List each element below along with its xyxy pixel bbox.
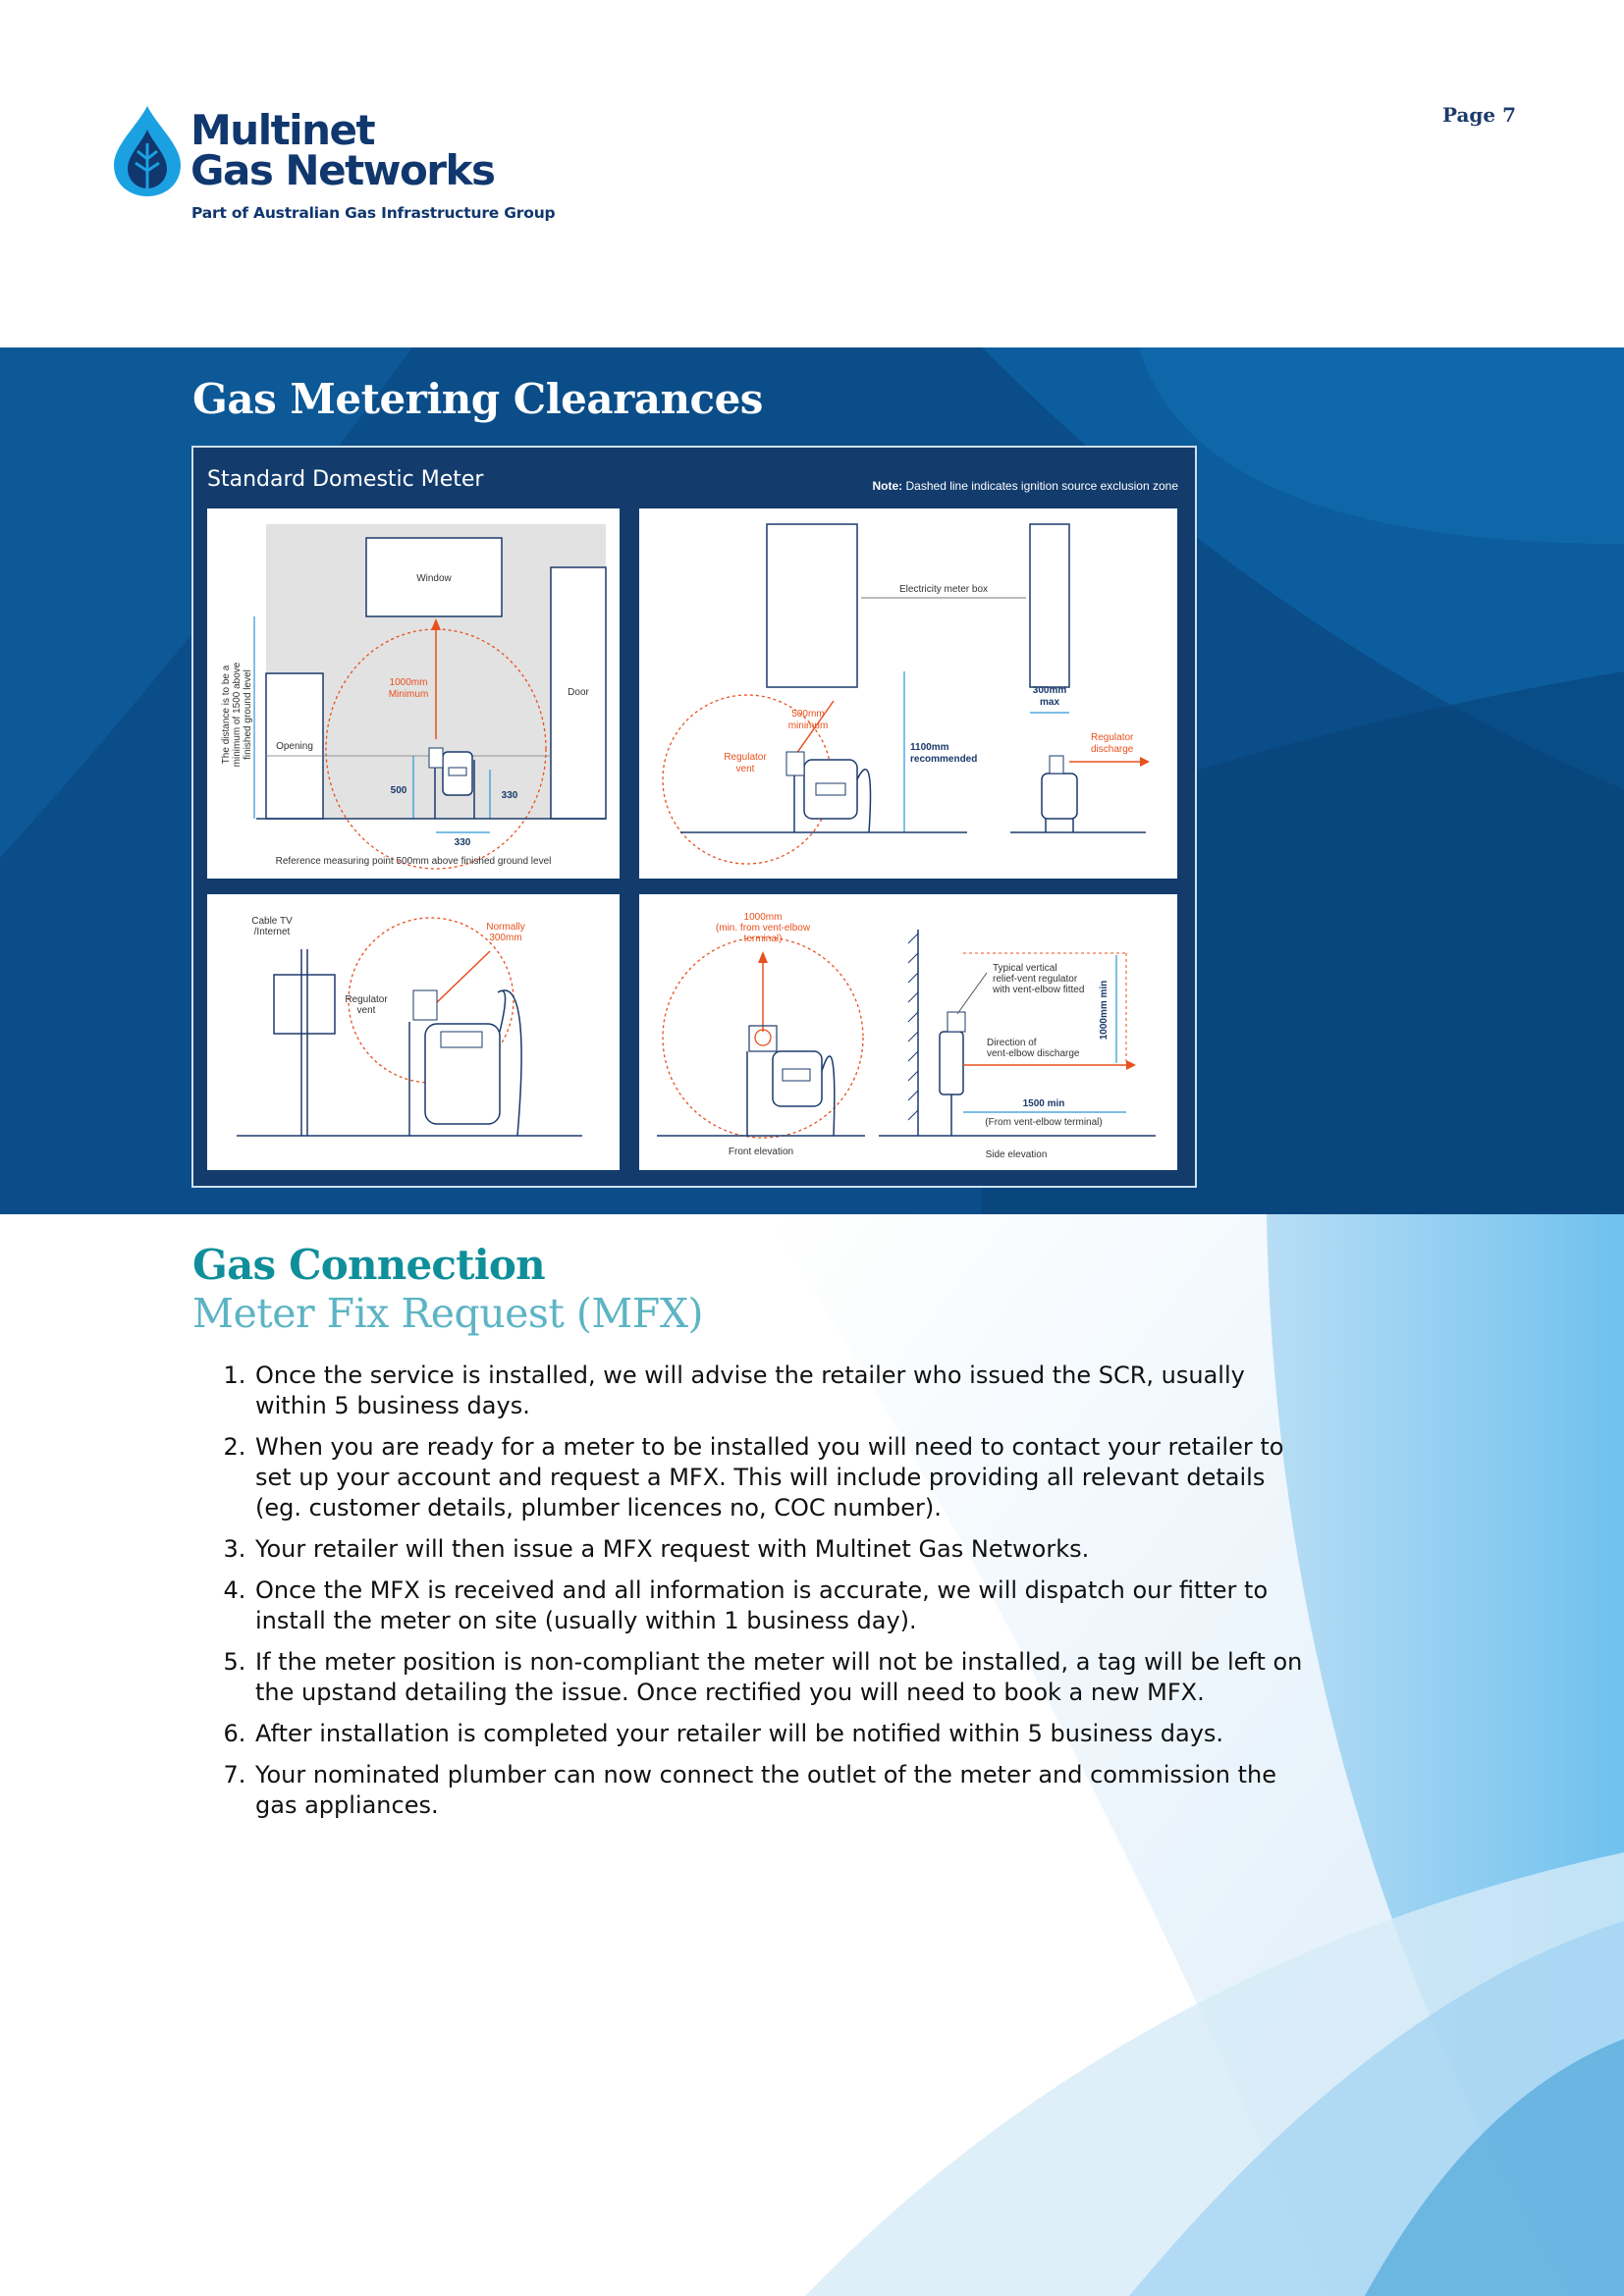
diagram-vent-elbow-clearance: 1000mm (min. from vent-elbow terminal) F… — [639, 894, 1177, 1170]
electricity-box-side — [1029, 523, 1070, 688]
front-meter-icon — [746, 1025, 836, 1137]
list-item: If the meter position is non-compliant t… — [253, 1647, 1314, 1708]
electricity-box-front — [766, 523, 858, 688]
meter-icon — [428, 747, 475, 819]
min-label-1: 500mm — [791, 709, 824, 720]
vertical-min-group: 1000mm min — [1099, 981, 1110, 1041]
vertical-note: The distance is to be a minimum of 1500 … — [221, 662, 253, 767]
background-swoosh-decoration — [0, 1214, 1624, 2296]
normally-arrow — [434, 950, 491, 1005]
list-item: Once the MFX is received and all informa… — [253, 1575, 1314, 1636]
max-label-1: 300mm — [1033, 685, 1067, 696]
arrow-head-icon — [431, 618, 441, 630]
normally-label-2: 300mm — [489, 933, 521, 943]
reference-label: Reference measuring point 500mm above fi… — [276, 856, 552, 867]
exclusion-zone — [662, 936, 864, 1139]
list-item: After installation is completed your ret… — [253, 1719, 1314, 1749]
dim-330-side-label: 330 — [502, 790, 518, 801]
clearances-heading: Gas Metering Clearances — [192, 375, 763, 423]
top-label-1: 1000mm — [744, 912, 783, 923]
top-label-2: (min. from vent-elbow — [716, 923, 811, 934]
discharge-label-2: discharge — [1091, 744, 1134, 755]
reg-vent-1: Regulator — [724, 752, 767, 763]
rec-label-2: recommended — [910, 754, 977, 765]
note-label: Note: — [872, 479, 903, 493]
exclusion-zone — [325, 628, 547, 870]
min-arrow — [795, 700, 835, 755]
max-label-2: max — [1040, 697, 1059, 708]
list-item: When you are ready for a meter to be ins… — [253, 1432, 1314, 1523]
horiz-min-label-1: 1500 min — [1023, 1098, 1065, 1109]
typical-leader — [956, 972, 988, 1015]
front-elevation-label: Front elevation — [729, 1147, 793, 1157]
discharge-label-1: Regulator — [1091, 732, 1134, 743]
reg-vent-1: Regulator — [345, 994, 388, 1005]
arrow-head-icon — [1126, 1060, 1136, 1070]
typical-label-2: relief-vent regulator — [993, 974, 1078, 985]
note-text: Dashed line indicates ignition source ex… — [905, 479, 1179, 493]
logo-line-2: Gas Networks — [190, 146, 496, 194]
panel-title: Standard Domestic Meter — [207, 467, 484, 492]
diagram-window-door-clearance: Window Door Opening 1000mm Minimum 500 3… — [207, 508, 620, 879]
vertical-note-2: minimum of 1500 above — [232, 662, 243, 767]
cable-box-shape — [273, 974, 336, 1035]
connection-heading: Gas Connection — [192, 1241, 546, 1289]
reg-vent-2: vent — [357, 1005, 376, 1016]
typical-label-1: Typical vertical — [993, 963, 1057, 974]
min-label-2: minimum — [788, 721, 829, 731]
panel-note: Note: Dashed line indicates ignition sou… — [872, 479, 1178, 493]
list-item: Your nominated plumber can now connect t… — [253, 1760, 1314, 1821]
cable-label-2: /Internet — [254, 927, 291, 937]
horiz-min-label-2: (From vent-elbow terminal) — [985, 1117, 1102, 1128]
diagram-cable-tv-clearance: Cable TV /Internet Normally 300mm Regula… — [207, 894, 620, 1170]
mfx-subheading: Meter Fix Request (MFX) — [192, 1290, 704, 1337]
arrow-head-icon — [1140, 757, 1150, 767]
electricity-box-label: Electricity meter box — [899, 584, 988, 595]
min-label-1: 1000mm — [390, 677, 428, 688]
vertical-note-3: finished ground level — [243, 669, 253, 760]
mfx-steps-list: Once the service is installed, we will a… — [216, 1361, 1314, 1832]
direction-label-1: Direction of — [987, 1038, 1037, 1048]
meter-icon — [785, 751, 872, 833]
logo-wordmark: Multinet Gas Networks — [190, 106, 496, 194]
opening-shape — [265, 672, 324, 820]
diagram-electricity-meter-clearance: Electricity meter box 500mm minimum Regu… — [639, 508, 1177, 879]
min-label-2: Minimum — [389, 689, 429, 700]
arrow-head-icon — [758, 951, 768, 963]
window-label: Window — [416, 573, 452, 584]
side-meter-icon — [1041, 755, 1078, 832]
door-shape — [550, 566, 607, 820]
page-number: Page 7 — [1441, 103, 1516, 127]
list-item: Once the service is installed, we will a… — [253, 1361, 1314, 1421]
list-item: Your retailer will then issue a MFX requ… — [253, 1534, 1314, 1565]
dim-330-bottom-label: 330 — [455, 837, 471, 848]
rec-label-1: 1100mm — [910, 742, 949, 753]
logo-line-1: Multinet — [190, 106, 376, 154]
side-meter-icon — [939, 1011, 966, 1136]
side-elevation-label: Side elevation — [986, 1149, 1048, 1160]
dim-500-label: 500 — [391, 785, 407, 796]
wall-hatch — [907, 933, 919, 1121]
cable-label-1: Cable TV — [251, 916, 293, 927]
opening-label: Opening — [276, 741, 313, 752]
door-label: Door — [568, 687, 589, 698]
vertical-min-label: 1000mm min — [1099, 981, 1110, 1041]
reg-vent-2: vent — [736, 764, 755, 774]
normally-label-1: Normally — [486, 922, 524, 933]
meter-icon — [408, 989, 522, 1137]
water-drop-logo-icon — [114, 106, 181, 196]
top-label-3: terminal) — [744, 934, 783, 944]
window-shape — [365, 537, 503, 617]
direction-label-2: vent-elbow discharge — [987, 1048, 1080, 1059]
typical-label-3: with vent-elbow fitted — [992, 985, 1084, 995]
standard-domestic-meter-panel: Standard Domestic Meter Note: Dashed lin… — [191, 446, 1197, 1188]
exclusion-zone — [348, 917, 514, 1084]
logo-tagline: Part of Australian Gas Infrastructure Gr… — [191, 204, 556, 222]
vertical-note-1: The distance is to be a — [221, 665, 232, 764]
